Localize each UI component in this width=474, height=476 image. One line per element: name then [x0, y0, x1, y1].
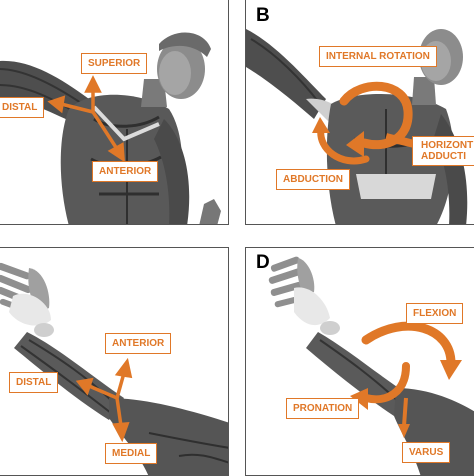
horizontal-adduction-line2: ADDUCTI [421, 151, 466, 162]
horizontal-adduction-line1: HORIZONT [421, 140, 474, 151]
flexion-label: FLEXION [406, 303, 464, 324]
anterior-label: ANTERIOR [105, 333, 172, 354]
distal-label: DISTAL [9, 372, 59, 393]
abduction-label: ABDUCTION [276, 169, 350, 190]
horizontal-adduction-label: HORIZONT ADDUCTI [412, 136, 474, 166]
superior-label: SUPERIOR [81, 53, 148, 74]
anterior-label: ANTERIOR [92, 161, 159, 182]
panel-letter-d: D [256, 252, 270, 273]
panel-d: D FLEXION PRONATION VARUS [245, 247, 474, 476]
panel-letter-b: B [256, 5, 270, 26]
panel-a: SUPERIOR DISTAL ANTERIOR [0, 0, 229, 225]
medial-label: MEDIAL [105, 443, 158, 464]
varus-label: VARUS [402, 442, 451, 463]
panel-b: B INTERNAL ROTATION HORIZONT ADDUCTI [245, 0, 474, 225]
distal-label: DISTAL [0, 97, 45, 118]
figure-elbow-axes [0, 262, 228, 475]
figure-shoulder-axes [0, 32, 221, 224]
panel-c: ANTERIOR DISTAL MEDIAL [0, 247, 229, 476]
figure-shoulder-rotations [246, 29, 468, 224]
internal-rotation-label: INTERNAL ROTATION [319, 46, 437, 67]
pronation-label: PRONATION [286, 398, 360, 419]
